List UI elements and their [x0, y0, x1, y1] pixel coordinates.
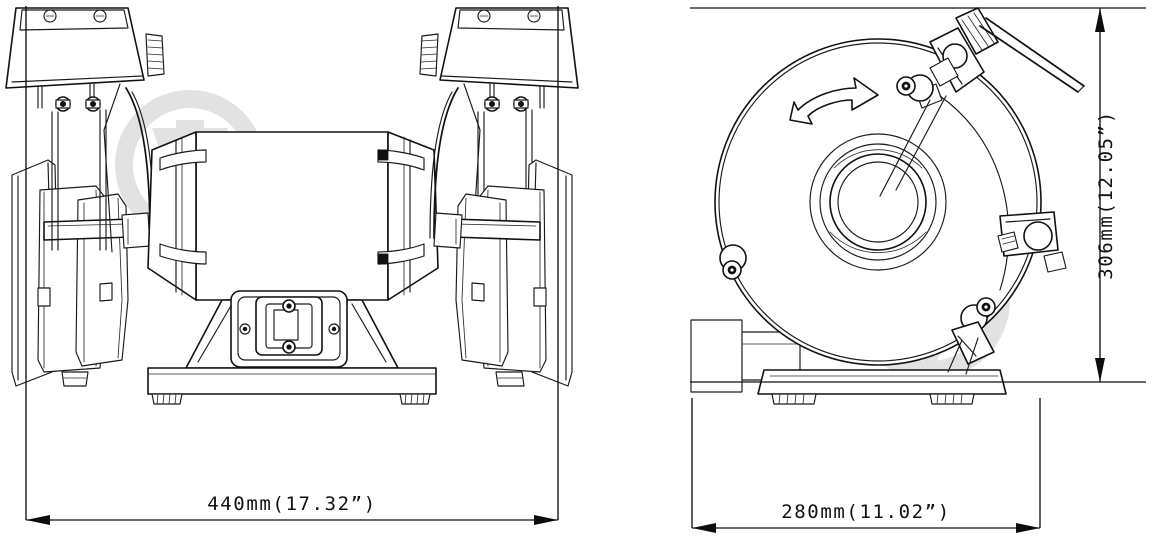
side-tool-rest	[997, 211, 1067, 273]
guard-split-arc	[939, 95, 1010, 291]
guard-bolt-lower-left	[719, 244, 747, 280]
side-view	[690, 7, 1085, 405]
right-guard-sweep	[433, 87, 459, 239]
dimension-width-label: 440mm(17.32”)	[207, 493, 377, 515]
dimension-overall-depth: 280mm(11.02”)	[691, 398, 1041, 533]
right-wheel-guard	[433, 159, 573, 387]
left-spark-guard	[5, 7, 165, 253]
vent-slot-left-bottom	[159, 243, 207, 265]
vent-slot-right-top	[377, 149, 425, 171]
vent-slot-left-top	[159, 149, 207, 171]
wheel-guard-disc	[714, 38, 1042, 366]
base-foot-left	[151, 393, 183, 405]
side-foot-left	[771, 393, 817, 405]
dimension-overall-width: 440mm(17.32”)	[25, 6, 559, 525]
right-spark-guard	[419, 7, 579, 253]
right-shield-screw-2	[513, 96, 529, 112]
dimension-depth-label: 280mm(11.02”)	[781, 501, 951, 523]
lower-bracket	[947, 321, 995, 375]
right-shield-screw-1	[484, 96, 500, 112]
side-foot-right	[929, 393, 975, 405]
left-shield-screw-2	[85, 96, 101, 112]
dimension-overall-height: 306mm(12.05”)	[690, 7, 1146, 383]
hub-mid-ring	[829, 153, 927, 251]
upper-tool-rest	[879, 7, 1085, 197]
base-foot-right	[399, 393, 431, 405]
front-view	[5, 7, 579, 405]
wheel-rotation-arrow	[789, 77, 879, 125]
vent-slot-right-bottom	[377, 243, 425, 265]
left-shield-screw-1	[55, 96, 71, 112]
motor-housing	[147, 131, 439, 301]
guard-bolt-top	[896, 74, 934, 102]
switch-plate	[230, 290, 348, 368]
left-wheel-guard	[11, 159, 151, 387]
dimension-height-label: 306mm(12.05”)	[1095, 110, 1117, 280]
